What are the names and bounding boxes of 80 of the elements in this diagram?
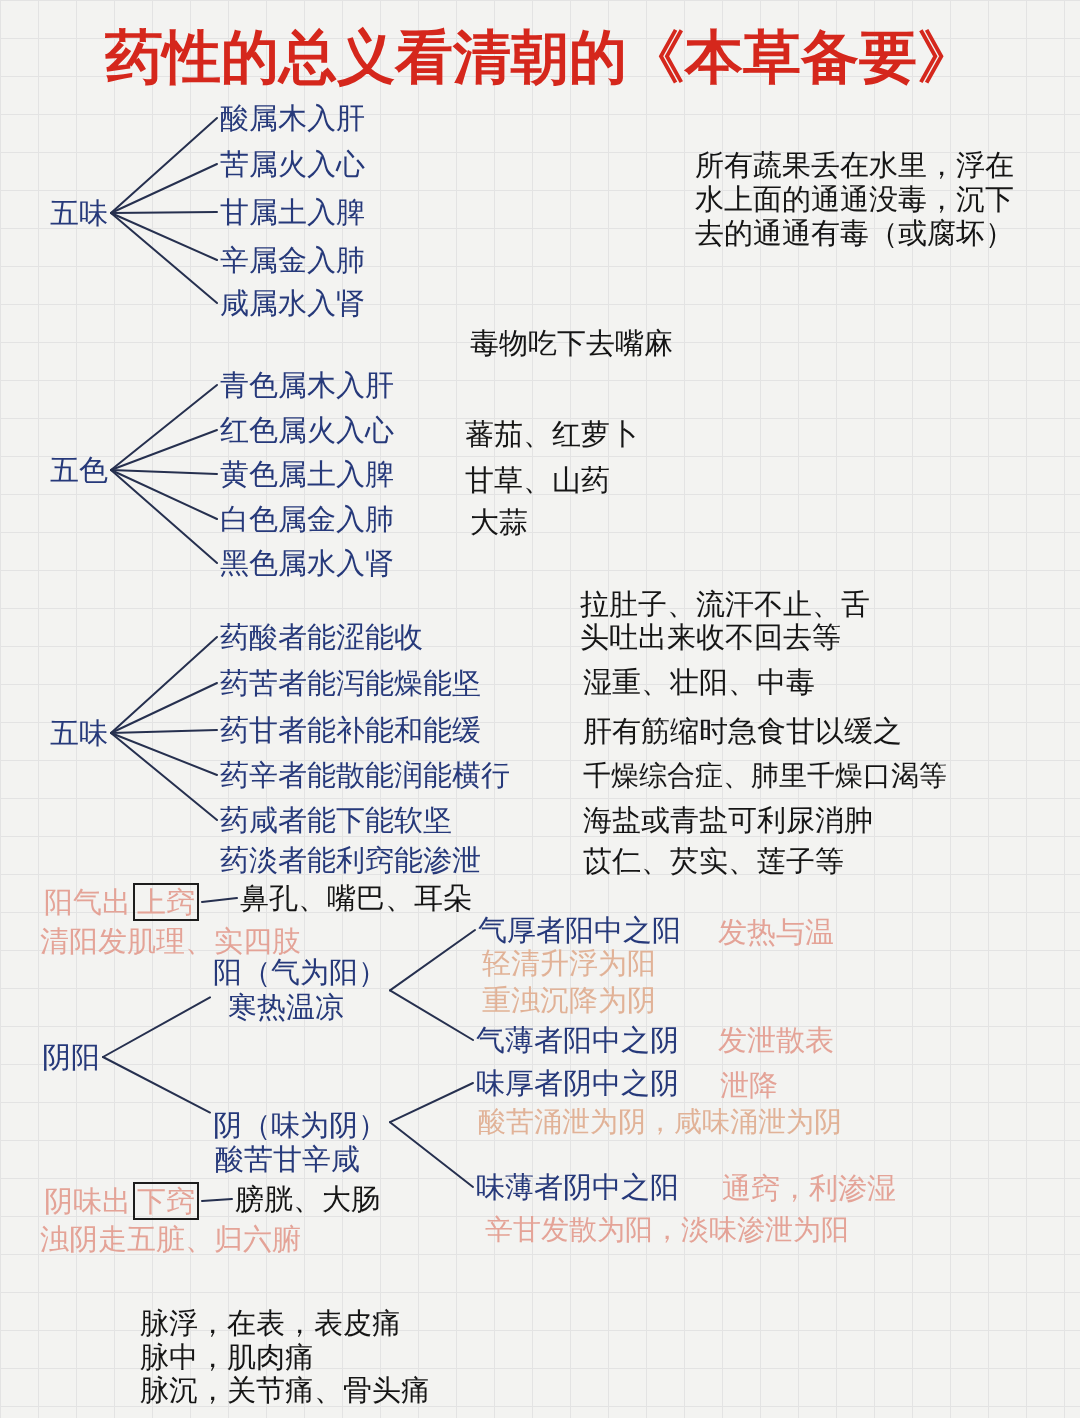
branch-label: 药咸者能下能软坚 xyxy=(220,802,452,838)
organ-list-text: 膀胱、大肠 xyxy=(235,1181,380,1217)
connector-line xyxy=(389,1121,474,1188)
tree-root-label: 五味 xyxy=(50,715,108,751)
title: 药性的总义看清朝的《本草备要》 xyxy=(105,22,975,92)
branch-label: 酸属木入肝 xyxy=(220,100,365,136)
connector-line xyxy=(110,469,218,520)
branch-label: 甘属土入脾 xyxy=(220,194,365,230)
connector-line xyxy=(110,384,218,471)
branch-heading: 阳（气为阳） xyxy=(213,955,387,990)
connector-line xyxy=(110,163,218,214)
connector-line xyxy=(110,729,218,734)
note-text: 所有蔬果丢在水里，浮在水上面的通通没毒，沉下去的通通有毒（或腐坏） xyxy=(695,148,1015,250)
branch-label: 青色属木入肝 xyxy=(220,367,394,403)
branch-label: 红色属火入心 xyxy=(220,412,394,448)
branch-subtext: 寒热温凉 xyxy=(228,990,344,1024)
annotation-text: 轻清升浮为阳 xyxy=(482,947,656,979)
annotation-text: 酸苦涌泄为阴，咸味涌泄为阴 xyxy=(478,1106,842,1138)
note-text: 肝有筋缩时急食甘以缓之 xyxy=(583,713,902,749)
branch-label: 辛属金入肺 xyxy=(220,242,365,278)
boxed-term: 上窍 xyxy=(133,883,199,921)
branch-label: 味厚者阴中之阴 xyxy=(476,1065,679,1101)
connector-line xyxy=(389,929,476,992)
connector-line xyxy=(389,1082,474,1124)
note-text: 苡仁、芡实、莲子等 xyxy=(583,843,844,879)
branch-label: 气薄者阳中之阴 xyxy=(476,1022,679,1058)
connector-line xyxy=(389,989,474,1041)
annotation-text: 泄降 xyxy=(720,1069,778,1101)
boxed-term: 下窍 xyxy=(133,1182,199,1220)
note-text: 拉肚子、流汗不止、舌头吐出来收不回去等 xyxy=(580,587,871,654)
note-text: 大蒜 xyxy=(470,504,528,540)
annotation-text: 浊阴走五脏、归六腑 xyxy=(40,1223,301,1255)
note-text: 蕃茄、红萝卜 xyxy=(465,416,639,452)
organ-list-text: 鼻孔、嘴巴、耳朵 xyxy=(240,880,472,916)
connector-line xyxy=(110,469,218,564)
branch-label: 药辛者能散能润能横行 xyxy=(220,757,510,793)
branch-label: 药苦者能泻能燥能坚 xyxy=(220,665,481,701)
connector-line xyxy=(201,1198,233,1202)
connector-line xyxy=(201,897,238,903)
note-text: 海盐或青盐可利尿消肿 xyxy=(583,802,873,838)
annotation-text: 发泄散表 xyxy=(718,1024,834,1056)
note-text: 毒物吃下去嘴麻 xyxy=(470,325,673,361)
note-text: 脉沉，关节痛、骨头痛 xyxy=(140,1372,430,1408)
branch-label: 咸属水入肾 xyxy=(220,285,365,321)
connector-line xyxy=(110,682,218,734)
note-text: 湿重、壮阳、中毒 xyxy=(583,664,815,700)
connector-line xyxy=(110,732,218,821)
tree-root-label: 阴阳 xyxy=(42,1039,100,1075)
annotation-text: 通窍，利渗湿 xyxy=(722,1172,896,1204)
tree-root-label: 五味 xyxy=(50,195,108,231)
note-text: 脉中，肌肉痛 xyxy=(140,1339,314,1375)
annotation-text: 阳气出 xyxy=(44,886,131,918)
branch-label: 药甘者能补能和能缓 xyxy=(220,712,481,748)
connector-line xyxy=(110,212,218,304)
connector-line xyxy=(110,212,218,261)
branch-subtext: 酸苦甘辛咸 xyxy=(215,1143,360,1176)
annotation-text: 重浊沉降为阴 xyxy=(482,984,656,1016)
branch-label: 黄色属土入脾 xyxy=(220,456,394,492)
note-text: 千燥综合症、肺里千燥口渴等 xyxy=(583,758,947,794)
branch-label: 药淡者能利窍能渗泄 xyxy=(220,842,481,878)
connector-line xyxy=(110,429,218,471)
connector-line xyxy=(110,732,218,776)
connector-line xyxy=(110,117,218,214)
note-text: 脉浮，在表，表皮痛 xyxy=(140,1305,401,1341)
branch-label: 气厚者阳中之阳 xyxy=(478,912,681,948)
branch-label: 药酸者能涩能收 xyxy=(220,619,423,655)
annotation-text: 辛甘发散为阳，淡味渗泄为阳 xyxy=(485,1214,849,1246)
connector-line xyxy=(102,1056,211,1114)
connector-line xyxy=(110,636,218,734)
branch-heading: 阴（味为阴） xyxy=(213,1107,387,1143)
branch-label: 味薄者阴中之阳 xyxy=(476,1169,679,1205)
branch-label: 白色属金入肺 xyxy=(220,501,394,537)
annotation-text: 清阳发肌理、实四肢 xyxy=(40,925,301,957)
annotation-text: 阴味出 xyxy=(44,1185,131,1217)
annotation-text: 发热与温 xyxy=(718,916,834,948)
branch-label: 苦属火入心 xyxy=(220,146,365,182)
branch-label: 黑色属水入肾 xyxy=(220,545,394,581)
connector-line xyxy=(102,996,211,1058)
tree-root-label: 五色 xyxy=(50,452,108,488)
note-text: 甘草、山药 xyxy=(465,462,610,498)
